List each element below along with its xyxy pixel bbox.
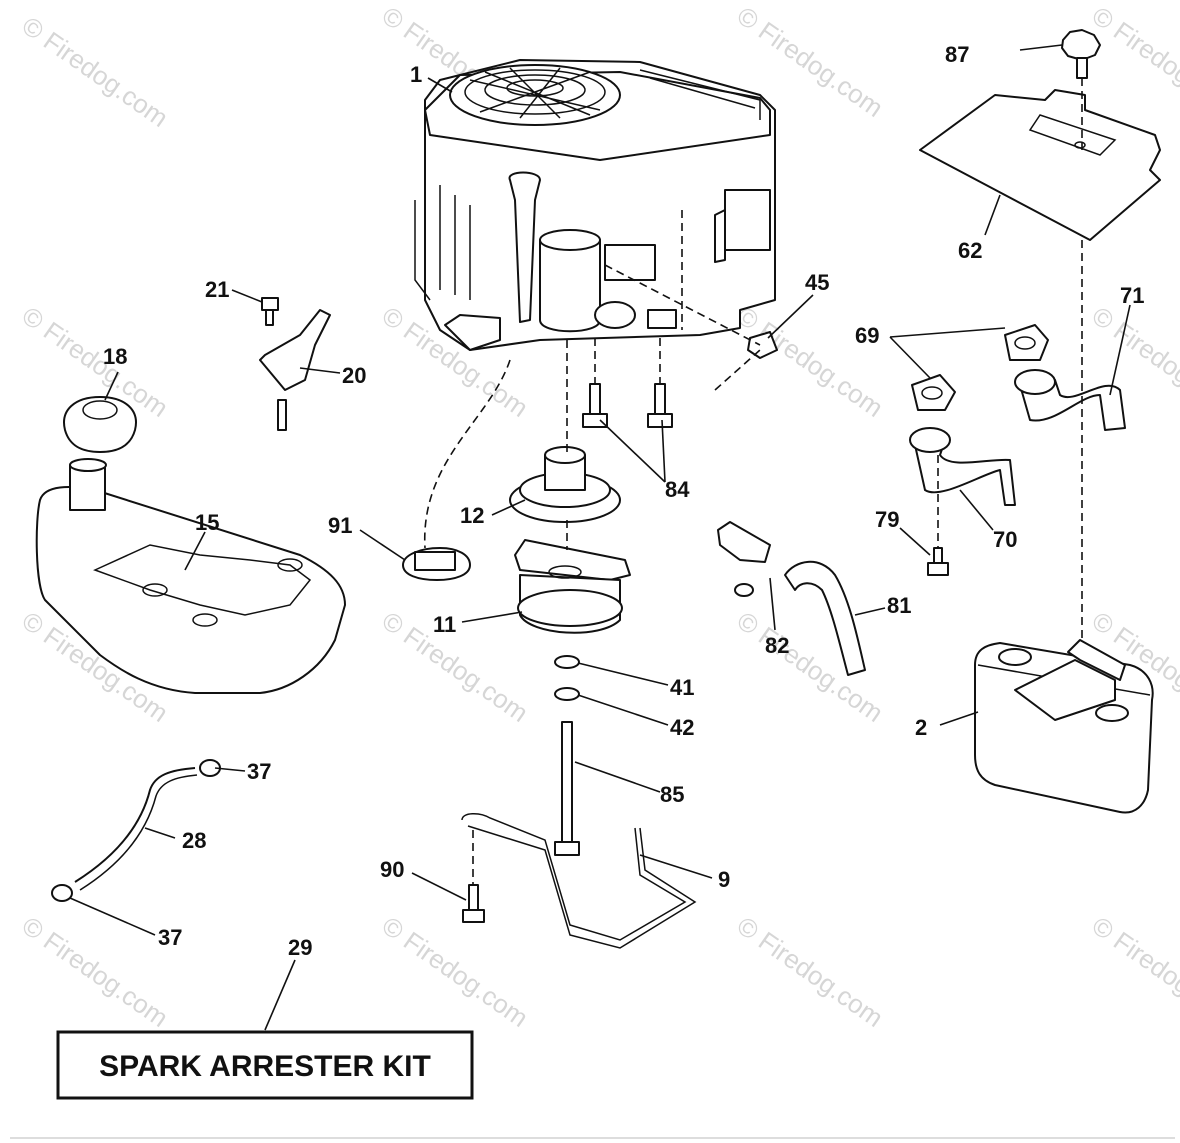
callout-42: 42 [670,715,694,740]
bolt-90 [462,884,485,923]
assembly-lines [424,78,1083,885]
watermark-14: © Firedog.com [377,910,534,1033]
callout-21: 21 [205,277,229,302]
pulley [509,446,621,523]
callout-15: 15 [195,510,219,535]
callout-37-bottom: 37 [158,925,182,950]
callout-84: 84 [665,477,690,502]
callout-90: 90 [380,857,404,882]
bolt-79 [927,547,949,576]
callout-18: 18 [103,344,127,369]
fuel-tank [35,458,346,694]
callout-20: 20 [342,363,366,388]
fuel-cap [63,396,137,453]
leader-lines [69,44,1131,1031]
gaskets [911,324,1049,411]
exhaust-pipe-71 [1014,369,1126,431]
heat-shield [919,89,1161,241]
callout-85: 85 [660,782,684,807]
spark-arrester-kit-label: SPARK ARRESTER KIT [99,1050,431,1083]
callout-79: 79 [875,507,899,532]
callout-labels: 1 87 62 21 45 71 69 18 20 84 12 15 91 79… [103,42,1144,960]
callout-37-top: 37 [247,759,271,784]
throttle-control [259,297,331,431]
callout-87: 87 [945,42,969,67]
fuel-hose [784,560,866,676]
callout-1: 1 [410,62,422,87]
spark-arrester-kit-box: SPARK ARRESTER KIT [56,1030,474,1100]
watermark-7: © Firedog.com [732,300,889,423]
pto-clutch [514,539,631,634]
callout-12: 12 [460,503,484,528]
callout-91: 91 [328,513,352,538]
callout-11: 11 [433,612,456,637]
watermark-4: © Firedog.com [1087,0,1180,123]
watermark-16: © Firedog.com [1087,910,1180,1033]
callout-69: 69 [855,323,879,348]
bolts-84 [582,383,673,428]
callout-28: 28 [182,828,206,853]
grommet [402,547,471,581]
knob-bolt [1061,29,1101,79]
fitting [747,331,778,359]
callout-2: 2 [915,715,927,740]
watermark-1: © Firedog.com [17,10,174,133]
callout-82: 82 [765,633,789,658]
callout-70: 70 [993,527,1017,552]
washers-and-bolt [554,655,580,856]
callout-29: 29 [288,935,312,960]
callout-71: 71 [1120,283,1144,308]
exhaust-pipe-70 [909,427,1016,506]
callout-81: 81 [887,593,911,618]
callout-41: 41 [670,675,694,700]
watermark-15: © Firedog.com [732,910,889,1033]
callout-62: 62 [958,238,982,263]
callout-45: 45 [805,270,829,295]
bracket-rod [461,813,697,949]
muffler [974,639,1154,814]
callout-9: 9 [718,867,730,892]
fuel-line [51,759,221,902]
engine [414,59,776,351]
fuel-filter [717,521,771,597]
watermark-13: © Firedog.com [17,910,174,1033]
